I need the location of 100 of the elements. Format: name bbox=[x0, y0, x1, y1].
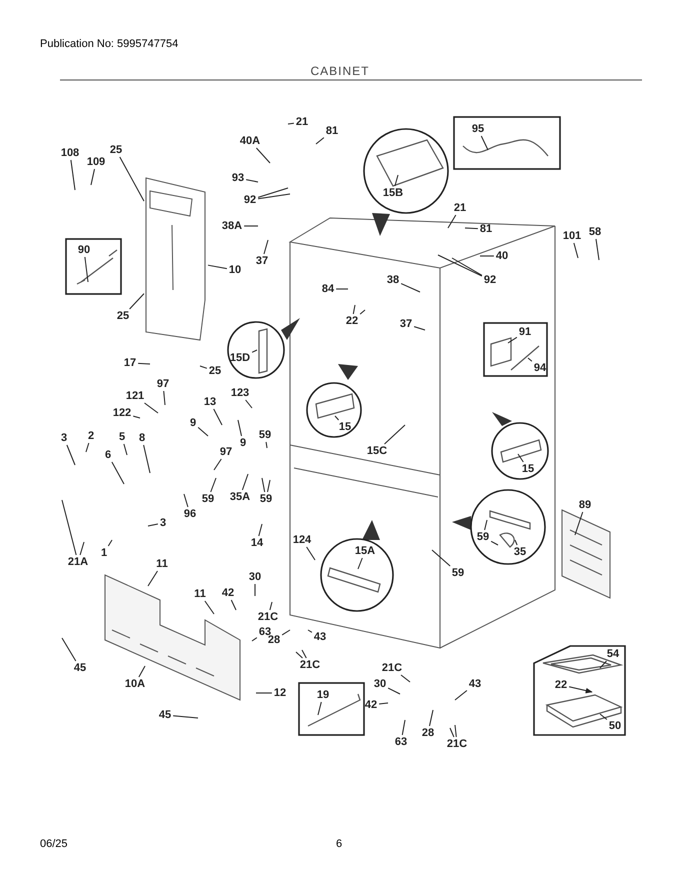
leader-line bbox=[318, 702, 322, 716]
inset-box bbox=[298, 682, 365, 736]
inset-box bbox=[453, 116, 561, 170]
callout-number: 15C bbox=[366, 445, 388, 457]
callout-number: 30 bbox=[372, 678, 388, 690]
callout-number: 63 bbox=[394, 736, 408, 748]
callout-number: 17 bbox=[122, 357, 138, 369]
callout-number: 21C bbox=[446, 738, 468, 750]
publication-number: Publication No: 5995747754 bbox=[40, 38, 178, 50]
callout-number: 93 bbox=[230, 172, 246, 184]
leader-line bbox=[138, 362, 150, 364]
callout-number: 45 bbox=[72, 662, 88, 674]
leader-line bbox=[450, 728, 454, 738]
callout-number: 2 bbox=[86, 430, 96, 442]
callout-number: 15 bbox=[338, 421, 352, 433]
leader-line bbox=[86, 442, 90, 452]
leader-line bbox=[334, 416, 340, 420]
leader-line bbox=[256, 692, 272, 694]
callout-number: 21A bbox=[66, 556, 90, 568]
callout-number: 37 bbox=[254, 255, 270, 267]
leader-line bbox=[258, 194, 290, 200]
callout-number: 45 bbox=[158, 709, 172, 721]
leader-line bbox=[573, 242, 578, 258]
leader-line bbox=[108, 540, 112, 546]
leader-line bbox=[111, 462, 124, 484]
callout-number: 94 bbox=[532, 362, 548, 374]
leader-line bbox=[452, 258, 482, 276]
leader-line bbox=[163, 390, 166, 406]
callout-number: 35 bbox=[512, 546, 528, 558]
leader-line bbox=[214, 458, 222, 470]
leader-line bbox=[184, 494, 188, 508]
callout-number: 37 bbox=[398, 318, 414, 330]
callout-number: 11 bbox=[155, 558, 169, 570]
leader-line bbox=[144, 402, 158, 414]
callout-number: 81 bbox=[478, 223, 494, 235]
leader-line bbox=[336, 288, 348, 290]
callout-number: 109 bbox=[86, 156, 106, 168]
callout-number: 54 bbox=[606, 648, 620, 660]
leader-line bbox=[600, 660, 607, 668]
callout-number: 38A bbox=[220, 220, 244, 232]
leader-line bbox=[600, 714, 608, 720]
leader-line bbox=[490, 540, 498, 546]
leader-line bbox=[302, 650, 307, 658]
callout-number: 35A bbox=[228, 491, 252, 503]
date-label: 06/25 bbox=[40, 838, 68, 850]
leader-line bbox=[352, 304, 356, 314]
leader-line bbox=[267, 480, 270, 492]
callout-number: 59 bbox=[200, 493, 216, 505]
inset-box bbox=[483, 322, 548, 377]
leader-line bbox=[123, 444, 128, 456]
leader-line bbox=[596, 238, 600, 260]
leader-line bbox=[574, 512, 584, 536]
callout-number: 3 bbox=[60, 432, 68, 444]
leader-line bbox=[138, 666, 146, 678]
leader-line bbox=[384, 424, 406, 444]
callout-number: 14 bbox=[250, 537, 264, 549]
callout-number: 15D bbox=[228, 352, 252, 364]
leader-line bbox=[508, 336, 518, 344]
leader-line bbox=[80, 542, 84, 556]
callout-number: 10A bbox=[124, 678, 146, 690]
leader-line bbox=[358, 558, 363, 570]
callout-number: 38 bbox=[386, 274, 400, 286]
callout-number: 96 bbox=[182, 508, 198, 520]
leader-line bbox=[230, 600, 236, 610]
leader-line bbox=[254, 584, 256, 596]
leader-line bbox=[464, 228, 478, 230]
callout-number: 95 bbox=[470, 123, 486, 135]
callout-number: 97 bbox=[218, 446, 234, 458]
leader-line bbox=[246, 179, 258, 182]
leader-line bbox=[200, 366, 208, 369]
callout-number: 91 bbox=[518, 326, 532, 338]
callout-number: 42 bbox=[220, 587, 236, 599]
callout-number: 8 bbox=[138, 432, 146, 444]
leader-line bbox=[528, 358, 532, 362]
leader-line bbox=[316, 137, 324, 144]
leader-line bbox=[208, 264, 228, 270]
callout-number: 6 bbox=[104, 449, 112, 461]
leader-line bbox=[282, 630, 290, 636]
callout-number: 19 bbox=[316, 689, 330, 701]
leader-line bbox=[414, 326, 426, 330]
callout-number: 10 bbox=[228, 264, 242, 276]
leader-line bbox=[198, 426, 208, 436]
callout-number: 40A bbox=[238, 135, 262, 147]
leader-line bbox=[252, 637, 258, 642]
callout-number: 59 bbox=[476, 531, 490, 543]
inset-box bbox=[65, 238, 122, 295]
leader-line bbox=[378, 702, 388, 704]
callout-number: 21C bbox=[380, 662, 404, 674]
callout-number: 90 bbox=[76, 244, 92, 256]
leader-line bbox=[264, 240, 268, 254]
callout-number: 59 bbox=[258, 493, 274, 505]
leader-line bbox=[148, 570, 158, 586]
callout-number: 21 bbox=[452, 202, 468, 214]
leader-line bbox=[308, 630, 312, 633]
callout-number: 97 bbox=[156, 378, 170, 390]
leader-line bbox=[258, 188, 288, 198]
leader-line bbox=[213, 408, 222, 426]
callout-number: 58 bbox=[588, 226, 602, 238]
leader-line bbox=[242, 474, 248, 490]
leader-line bbox=[429, 710, 434, 726]
